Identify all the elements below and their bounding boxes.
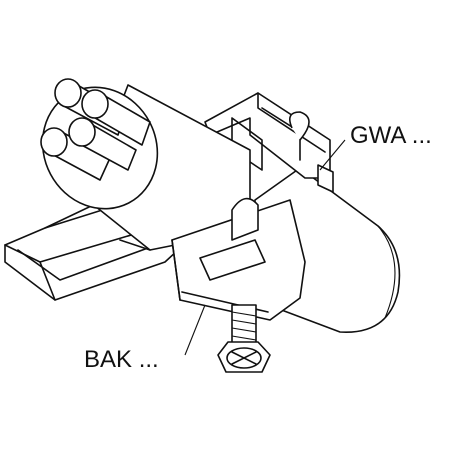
bak-leader-line	[184, 304, 206, 356]
clamp-bracket	[204, 92, 334, 193]
conductors	[40, 78, 151, 181]
clamp-saddle	[171, 197, 306, 321]
screw	[217, 304, 271, 373]
gwa-label: GWA ...	[350, 122, 432, 149]
gwa-leader-line	[319, 139, 346, 171]
bak-label: BAK ...	[84, 346, 159, 373]
